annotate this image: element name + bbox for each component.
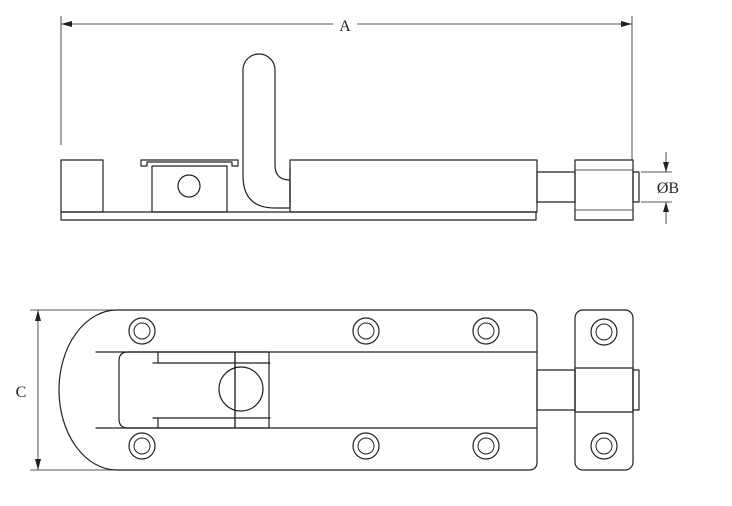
side-guide-lip [140,159,239,167]
side-view [60,53,640,221]
side-bolt-barrel [289,159,538,213]
side-guide-housing [151,165,228,213]
top-view [58,309,640,471]
top-bolt-tip [632,369,640,411]
top-guide [234,351,270,429]
screw-hole [128,432,156,460]
top-bolt-slot [118,351,159,429]
dimension-b-label: ØB [657,180,679,197]
screw-hole [128,317,156,345]
side-base-plate [60,211,537,221]
side-bolt-handle [242,53,291,209]
side-end-block [60,159,104,213]
dimension-a-label: A [339,18,351,35]
top-receiver-socket [574,367,634,413]
dimension-c-label: C [16,384,27,401]
screw-hole [472,317,500,345]
screw-hole [352,317,380,345]
side-receiver [574,159,634,221]
side-bolt-shaft [536,171,576,203]
screw-hole [590,318,618,346]
screw-hole [352,432,380,460]
dimension-b: ØB [641,152,679,224]
top-bolt-shaft [536,369,576,411]
dimension-a: A [60,14,633,160]
screw-hole [590,432,618,460]
side-guide-hole [177,174,201,198]
screw-hole [472,432,500,460]
top-base-plate [58,309,538,471]
dimension-c: C [12,309,117,471]
top-handle-knob [218,366,264,412]
side-bolt-tip [632,171,640,203]
